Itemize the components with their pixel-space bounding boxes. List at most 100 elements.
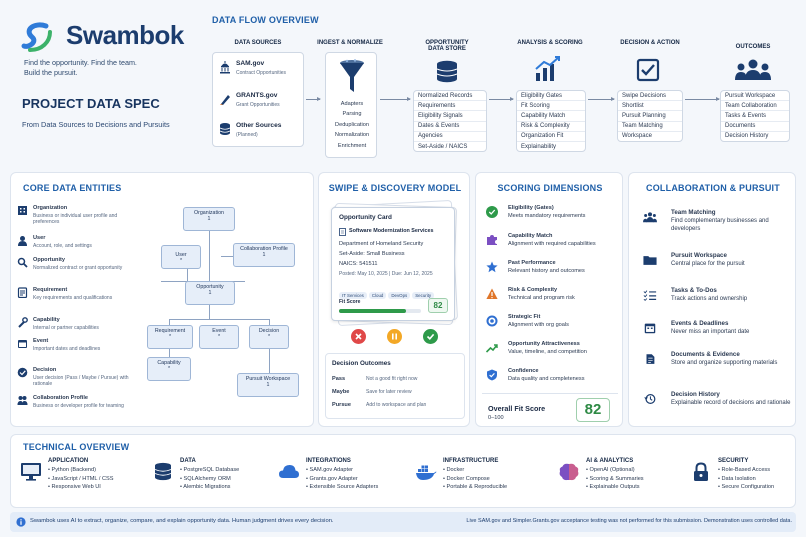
- tech-item: • Portable & Reproducible: [443, 484, 508, 491]
- tech-item: • PostgreSQL Database: [180, 467, 240, 473]
- overall-score-divider: [482, 393, 618, 394]
- score-desc: Data quality and completeness: [508, 375, 585, 382]
- overall-range: 0–100: [488, 415, 504, 421]
- user-icon: [18, 236, 27, 246]
- tech-item: • Data Isolation: [718, 475, 756, 482]
- card-naics: NAICS: 541511: [339, 261, 378, 267]
- analysis-item: Fit Scoring: [517, 101, 585, 112]
- outcomes-title: OUTCOMES: [735, 44, 771, 50]
- opportunity-card[interactable]: Opportunity Card Software Modernization …: [331, 207, 455, 321]
- tech-item: • Responsive Web UI: [48, 484, 101, 491]
- tag: Security: [412, 292, 435, 299]
- score-name: Risk & Complexity: [508, 287, 558, 293]
- date-separator: |: [389, 271, 392, 277]
- tech-item: • JavaScript / HTML / CSS: [48, 475, 114, 482]
- outcomes-heading: Decision Outcomes: [332, 360, 391, 367]
- fit-score-box: 82: [428, 298, 448, 313]
- store-item: Eligibility Signals: [414, 111, 486, 122]
- er-node-capability: Capability *: [147, 357, 191, 381]
- folder-icon: [643, 256, 657, 265]
- entity-name: Requirement: [33, 287, 68, 293]
- outcome-item: Decision History: [725, 133, 769, 140]
- store-title: OPPORTUNITY DATA STORE: [410, 40, 484, 52]
- er-cardinality: 1: [262, 252, 266, 258]
- maybe-button[interactable]: [387, 329, 402, 344]
- er-node-event: Event *: [199, 325, 239, 349]
- analysis-item: Organization Fit: [517, 132, 585, 142]
- tech-col-title: DATA: [180, 458, 196, 464]
- footer-bar: Swambok uses AI to extract, organize, co…: [10, 512, 796, 532]
- collab-desc: Never miss an important date: [671, 329, 750, 336]
- entity-desc: Business or developer profile for teamin…: [33, 402, 124, 409]
- shield-icon: [487, 369, 497, 381]
- er-node-label: Decision: [258, 328, 280, 334]
- score-name: Strategic Fit: [508, 314, 541, 320]
- tech-col-title: AI & ANALYTICS: [586, 458, 634, 464]
- fit-label: Fit Score: [339, 299, 361, 305]
- trend-up-icon: [486, 344, 498, 353]
- tech-item: • SAM.gov Adapter: [306, 467, 354, 473]
- monitor-icon: [21, 463, 41, 481]
- checkbox-icon: [636, 58, 660, 82]
- sources-title: DATA SOURCES: [234, 40, 282, 46]
- outcome-desc: Save for later review: [366, 389, 412, 395]
- checklist-icon: [17, 287, 28, 298]
- score-desc: Meets mandatory requirements: [508, 212, 586, 219]
- source-grants-desc: Grant Opportunities: [236, 102, 280, 108]
- decision-item: Swipe Decisions: [618, 91, 682, 102]
- tech-col-title: APPLICATION: [48, 458, 89, 464]
- docker-icon: [416, 465, 437, 480]
- swipe-panel: SWIPE & DISCOVERY MODEL Opportunity Card…: [318, 172, 470, 427]
- ingest-item: Normalization: [334, 132, 370, 139]
- decision-item: Pursuit Planning: [618, 111, 682, 122]
- collab-desc: Find complementary businesses and develo…: [671, 218, 769, 233]
- entity-name: Collaboration Profile: [33, 395, 89, 401]
- database-icon: [219, 123, 231, 135]
- er-cardinality: *: [167, 366, 171, 372]
- source-sam-desc: Contract Opportunities: [236, 70, 287, 76]
- collab-name: Events & Deadlines: [671, 320, 729, 327]
- outcome-label: Maybe: [332, 389, 350, 395]
- data-flow-title: DATA FLOW OVERVIEW: [212, 15, 319, 25]
- swipe-title: SWIPE & DISCOVERY MODEL: [328, 183, 462, 193]
- store-title-2: DATA STORE: [428, 46, 466, 52]
- card-posted: Posted: May 10, 2025: [339, 271, 388, 277]
- tech-col-title: INFRASTRUCTURE: [443, 458, 499, 464]
- outcome-item: Tasks & Events: [721, 111, 789, 122]
- tech-item: • Alembic Migrations: [180, 484, 231, 491]
- entity-name: Event: [33, 338, 49, 344]
- pursue-button[interactable]: [423, 329, 438, 344]
- er-node-user: User *: [161, 245, 201, 269]
- lock-icon: [694, 462, 708, 481]
- tech-item: • Grants.gov Adapter: [306, 475, 358, 482]
- er-node-label: Collaboration Profile: [240, 246, 288, 252]
- er-node-organization: Organization 1: [183, 207, 235, 231]
- building-icon: [18, 206, 27, 215]
- pass-button[interactable]: [351, 329, 366, 344]
- er-node-label: Organization: [193, 210, 225, 216]
- flow-arrow-2: [380, 97, 411, 101]
- outcome-label: Pass: [332, 376, 346, 382]
- source-grants-name: GRANTS.gov: [236, 92, 278, 99]
- fit-bar-fill: [339, 309, 407, 313]
- collab-name: Decision History: [671, 391, 720, 398]
- score-name: Capability Match: [508, 233, 553, 239]
- analysis-item: Explainability: [521, 143, 557, 150]
- cloud-icon: [279, 465, 299, 478]
- er-line: [221, 256, 235, 257]
- brand-block: Swambok Find the opportunity. Find the t…: [14, 14, 204, 84]
- analysis-item: Capability Match: [517, 111, 585, 122]
- tech-title: TECHNICAL OVERVIEW: [23, 442, 130, 452]
- star-icon: [486, 261, 498, 273]
- tech-item: • Role-Based Access: [718, 467, 771, 473]
- scoring-title: SCORING DIMENSIONS: [497, 183, 603, 193]
- document-icon: [646, 354, 655, 364]
- score-desc: Technical and program risk: [508, 294, 575, 301]
- ingest-item: Deduplication: [335, 121, 369, 128]
- er-line: [269, 319, 270, 325]
- score-desc: Relevant history and outcomes: [508, 267, 585, 274]
- score-desc: Alignment with required capabilities: [508, 240, 596, 247]
- document-icon: [339, 228, 346, 236]
- tagline-2: Build the pursuit.: [24, 68, 78, 77]
- collab-desc: Explainable record of decisions and rati…: [671, 400, 791, 407]
